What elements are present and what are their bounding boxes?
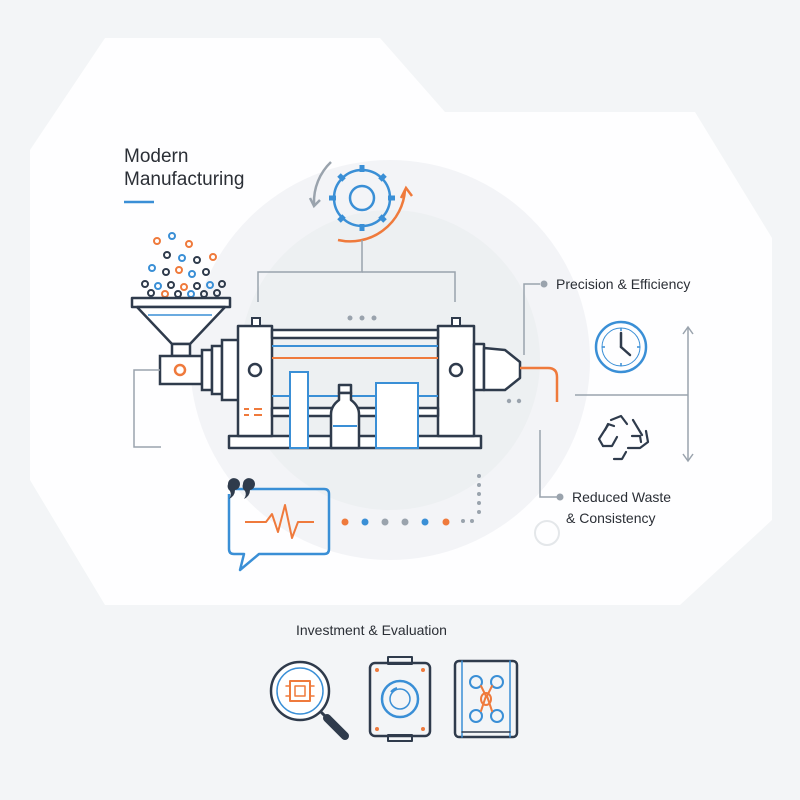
waste-dot xyxy=(556,493,564,501)
status-dots-right xyxy=(506,398,522,404)
decor-ring xyxy=(534,520,560,546)
mold-plates xyxy=(289,371,419,449)
precision-connector xyxy=(523,283,540,355)
waste-connector xyxy=(539,430,560,498)
left-column-vents xyxy=(244,408,262,416)
precision-efficiency-label: Precision & Efficiency xyxy=(556,276,691,292)
bottle-icon xyxy=(329,383,361,450)
magnifier-chip-icon xyxy=(269,660,349,740)
gear-connectors xyxy=(257,240,456,302)
speech-bubble xyxy=(227,487,331,572)
gear-cycle-icon xyxy=(308,161,413,243)
hopper xyxy=(130,296,232,358)
page-title-line1: Modern xyxy=(124,146,189,167)
drone-box-icon xyxy=(453,659,519,739)
left-column-cap xyxy=(251,317,261,327)
camera-lens-icon xyxy=(368,656,432,742)
range-bracket xyxy=(575,325,694,463)
left-connector xyxy=(133,369,161,448)
page-title-line2: Manufacturing xyxy=(124,169,245,190)
investment-evaluation-label: Investment & Evaluation xyxy=(296,622,447,638)
pellets xyxy=(141,232,226,298)
output-pipe xyxy=(520,366,559,402)
consistency-label: & Consistency xyxy=(566,510,656,526)
precision-dot xyxy=(540,280,548,288)
vertical-dot-trail xyxy=(461,474,481,523)
recycle-icon xyxy=(597,414,650,461)
signal-dots xyxy=(341,518,450,526)
quote-icon xyxy=(227,478,255,499)
right-column-cap xyxy=(451,317,461,327)
nozzle xyxy=(472,342,522,392)
waveform-icon xyxy=(245,504,314,539)
clock-icon xyxy=(594,320,648,374)
left-column-bolt xyxy=(247,362,263,378)
feed-unit xyxy=(158,338,242,402)
reduced-waste-label: Reduced Waste xyxy=(572,489,672,505)
status-dots-top xyxy=(347,315,377,321)
right-column-bolt xyxy=(448,362,464,378)
